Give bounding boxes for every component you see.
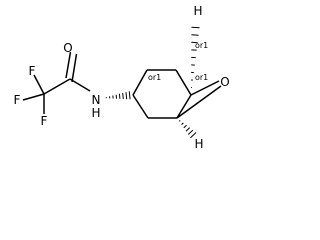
atom-hydrogen-amide: H bbox=[91, 106, 100, 120]
stereo-label-c1: or1 bbox=[195, 41, 208, 50]
atom-fluorine-bottom: F bbox=[41, 114, 48, 128]
epoxide-bond-c1-o bbox=[176, 85, 222, 119]
atom-fluorine-top: F bbox=[29, 64, 36, 78]
hashed-wedge-c6-h bbox=[191, 26, 200, 89]
c-f-left-bond bbox=[22, 93, 45, 101]
c-f-top-bond bbox=[33, 74, 45, 95]
ring-bond-c4-c3 bbox=[132, 69, 148, 96]
stereo-label-c6: or1 bbox=[195, 73, 208, 82]
atom-fluorine-left: F bbox=[14, 93, 21, 107]
atom-hydrogen-bottom: H bbox=[194, 137, 203, 151]
cf3-to-carbonyl-bond bbox=[43, 78, 71, 95]
atom-oxygen-carbonyl: O bbox=[63, 41, 72, 55]
carbonyl-to-nitrogen-bond bbox=[69, 78, 91, 92]
epoxide-bond-c6-o bbox=[190, 80, 220, 96]
bonds bbox=[22, 51, 222, 119]
ring-bond-c1-c6 bbox=[176, 94, 192, 119]
atom-oxygen-epoxide: O bbox=[220, 75, 229, 89]
atom-labels: O F F F N H O H H bbox=[14, 4, 230, 151]
ring-bond-c6-c5 bbox=[175, 69, 192, 96]
stereo-label-c3: or1 bbox=[148, 73, 161, 82]
ring-bond-c3-c2 bbox=[132, 94, 149, 119]
atom-hydrogen-top: H bbox=[193, 4, 202, 18]
hashed-wedge-c1-h bbox=[178, 120, 197, 139]
carbonyl-double-bond-a bbox=[65, 51, 72, 79]
hashed-wedge-n-c3 bbox=[105, 91, 131, 100]
carbonyl-double-bond-b bbox=[71, 53, 78, 83]
atom-nitrogen: N bbox=[92, 93, 101, 107]
molecule-structure: O F F F N H O H H or1 or1 or1 bbox=[14, 4, 230, 151]
stereo-labels: or1 or1 or1 bbox=[148, 41, 208, 82]
